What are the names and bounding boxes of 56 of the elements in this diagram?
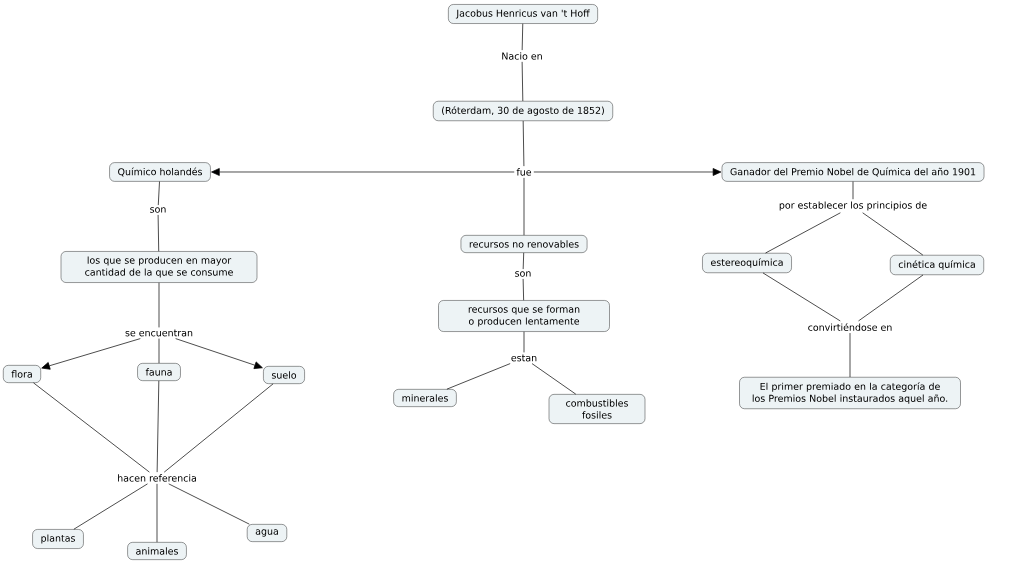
connector-line [523, 331, 525, 353]
arrow [211, 168, 515, 176]
connector-line [446, 363, 511, 390]
concept-box: recursos no renovables [460, 235, 588, 253]
concept-box: suelo [263, 366, 305, 384]
connector-line [522, 278, 524, 301]
connector-line [522, 252, 525, 270]
connector-line [523, 177, 525, 236]
linking-phrase: por establecer los principios de [779, 201, 927, 211]
concept-box: flora [3, 365, 41, 383]
connector-line [521, 23, 524, 51]
concept-box: animales [127, 542, 187, 560]
connector-line [33, 382, 150, 473]
connector-line [858, 274, 924, 322]
linking-phrase: son [150, 207, 166, 213]
linking-phrase: Nacio en [502, 52, 542, 60]
connector-line [158, 338, 160, 364]
concept-box: minerales [393, 389, 457, 407]
connector-line [522, 120, 525, 167]
arrow [41, 338, 141, 370]
concept-box: los que se producen en mayor cantidad de la que se consume [60, 251, 258, 283]
connector-line [762, 272, 841, 322]
connector-line [157, 214, 160, 252]
linking-phrase: se encuentran [125, 329, 193, 337]
connector-line [156, 483, 158, 543]
concept-box: Químico holandés [109, 162, 211, 182]
concept-box: (Róterdam, 30 de agosto de 1852) [433, 101, 613, 121]
connector-line [862, 212, 924, 256]
concept-box: plantas [32, 529, 84, 549]
concept-box: estereoquímica [702, 253, 792, 273]
linking-phrase: son [515, 271, 531, 277]
connector-line [163, 383, 274, 473]
connector-line [531, 363, 577, 395]
concept-box: recursos que se forman o producen lentamente [438, 300, 610, 332]
connector-line [73, 483, 148, 530]
concept-box: combustibles fosiles [548, 394, 646, 424]
arrow [533, 168, 722, 176]
concept-box: agua [247, 524, 287, 542]
linking-phrase: hacen referencia [118, 474, 196, 482]
connector-line [852, 181, 854, 200]
connector-line [168, 483, 250, 525]
concept-box: Ganador del Premio Nobel de Química del año 1901 [721, 162, 985, 182]
concept-box: cinética química [890, 255, 984, 275]
connector-line [521, 61, 524, 102]
connector-line [158, 282, 160, 328]
linking-phrase: fue [516, 168, 532, 176]
concept-box: fauna [137, 363, 181, 381]
connector-line [156, 380, 160, 473]
connector-line [157, 181, 160, 206]
arrow [175, 338, 263, 369]
concept-box: El primer premiado en la categoría de los Premios Nobel instaurados aquel año. [739, 377, 961, 409]
linking-phrase: estan [511, 354, 537, 362]
connector-line [849, 332, 851, 378]
concept-box: Jacobus Henricus van 't Hoff [448, 4, 598, 24]
connector-line [765, 212, 841, 254]
linking-phrase: convirtiéndose en [808, 323, 892, 331]
